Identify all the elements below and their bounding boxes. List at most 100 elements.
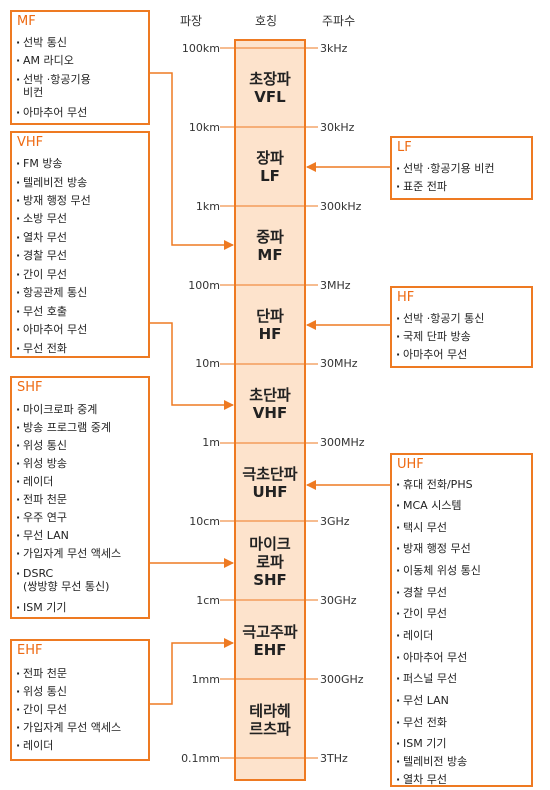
list-item: 아마추어 무선: [16, 323, 87, 336]
list-item: 아마추어 무선: [396, 348, 467, 361]
band-lf: 장파 LF: [236, 149, 304, 185]
band-name: 로파: [256, 553, 284, 571]
wavelength-label: 0.1mm: [181, 752, 220, 765]
frequency-label: 3THz: [320, 752, 348, 765]
list-item: 무선 호출: [16, 305, 67, 318]
box-title: SHF: [17, 380, 43, 395]
list-item: 위성 통신: [16, 439, 67, 452]
band-code: EHF: [253, 641, 287, 659]
list-item: 표준 전파: [396, 180, 447, 193]
ehf-connector: [150, 638, 234, 705]
list-item-continuation: (쌍방향 무선 통신): [23, 580, 110, 593]
band-mf: 중파 MF: [236, 228, 304, 264]
band-name: 단파: [256, 307, 284, 325]
spectrum-column: [234, 39, 306, 781]
band-code: HF: [258, 325, 282, 343]
list-item: 택시 무선: [396, 521, 447, 534]
wavelength-label: 10m: [195, 357, 220, 370]
list-item: 방송 프로그램 중계: [16, 421, 111, 434]
list-item: 무선 전화: [16, 342, 67, 355]
list-item: 경찰 무선: [396, 586, 447, 599]
band-vhf: 초단파 VHF: [236, 386, 304, 422]
list-item: 열차 무선: [396, 773, 447, 786]
list-item: 무선 전화: [396, 716, 447, 729]
list-item: 텔레비전 방송: [396, 755, 467, 768]
band-name: 극고주파: [242, 623, 298, 641]
list-item: 간이 무선: [396, 607, 447, 620]
list-item-continuation: 비컨: [23, 86, 44, 99]
list-item: 아마추어 무선: [396, 651, 467, 664]
list-item: 우주 연구: [16, 511, 67, 524]
list-item: 선박 ·항공기용: [16, 73, 91, 86]
wavelength-label: 10km: [188, 121, 220, 134]
list-item: 전파 천문: [16, 667, 67, 680]
lf-usage-box: LF 선박 ·항공기용 비컨 표준 전파: [390, 136, 533, 200]
list-item: 위성 통신: [16, 685, 67, 698]
band-code: MF: [257, 246, 283, 264]
list-item: 국제 단파 방송: [396, 330, 471, 343]
hf-usage-box: HF 선박 ·항공기 통신 국제 단파 방송 아마추어 무선: [390, 286, 533, 368]
band-ehf: 극고주파 EHF: [236, 623, 304, 659]
band-shf: 마이크 로파 SHF: [236, 535, 304, 589]
frequency-label: 3kHz: [320, 42, 348, 55]
band-name: 중파: [256, 228, 284, 246]
band-name: 마이크: [249, 535, 291, 553]
band-uhf: 극초단파 UHF: [236, 465, 304, 501]
frequency-label: 3GHz: [320, 515, 350, 528]
list-item: 방재 행정 무선: [396, 542, 471, 555]
band-hf: 단파 HF: [236, 307, 304, 343]
list-item: 선박 ·항공기 통신: [396, 312, 484, 325]
list-item: 레이더: [16, 739, 53, 752]
frequency-label: 300kHz: [320, 200, 362, 213]
list-item: 레이더: [396, 629, 433, 642]
scale-ticks: [220, 47, 318, 759]
frequency-label: 300GHz: [320, 673, 364, 686]
list-item: 텔레비전 방송: [16, 176, 87, 189]
band-code: VHF: [252, 404, 288, 422]
box-title: UHF: [397, 457, 424, 472]
header-name: 호칭: [255, 14, 278, 28]
box-title: VHF: [17, 135, 44, 150]
list-item: 무선 LAN: [396, 694, 449, 707]
connector-arrows: [150, 72, 390, 705]
box-title: LF: [397, 140, 412, 155]
wavelength-label: 100m: [188, 279, 220, 292]
wavelength-label: 100km: [181, 42, 220, 55]
list-item: 항공관제 통신: [16, 286, 87, 299]
list-item: 레이더: [16, 475, 53, 488]
wavelength-label: 1m: [202, 436, 220, 449]
list-item: 마이크로파 중계: [16, 403, 97, 416]
band-name: 초단파: [249, 386, 291, 404]
frequency-label: 30MHz: [320, 357, 358, 370]
mf-usage-box: MF 선박 통신 AM 라디오 선박 ·항공기용 비컨 아마추어 무선: [10, 10, 150, 125]
list-item: 아마추어 무선: [16, 106, 87, 119]
band-code: VFL: [254, 88, 286, 106]
band-name: 극초단파: [242, 465, 298, 483]
list-item: 전파 천문: [16, 493, 67, 506]
band-name: 초장파: [249, 70, 291, 88]
frequency-label: 300MHz: [320, 436, 365, 449]
header-wavelength: 파장: [180, 14, 203, 28]
band-name: 장파: [256, 149, 284, 167]
vhf-connector: [150, 322, 234, 410]
list-item: 경찰 무선: [16, 249, 67, 262]
wavelength-label: 1km: [195, 200, 220, 213]
list-item: 열차 무선: [16, 231, 67, 244]
list-item: 이동체 위성 통신: [396, 564, 481, 577]
list-item: ISM 기기: [16, 601, 67, 614]
band-code: UHF: [252, 483, 288, 501]
ehf-usage-box: EHF 전파 천문 위성 통신 간이 무선 가입자계 무선 액세스 레이더: [10, 639, 150, 761]
list-item: 방재 행정 무선: [16, 194, 91, 207]
list-item: 선박 ·항공기용 비컨: [396, 162, 494, 175]
list-item: AM 라디오: [16, 54, 74, 67]
list-item: 간이 무선: [16, 703, 67, 716]
box-title: HF: [397, 290, 415, 305]
frequency-label: 30kHz: [320, 121, 355, 134]
wavelength-label: 10cm: [189, 515, 220, 528]
band-terahertz: 테라헤 르츠파: [236, 702, 304, 738]
list-item: MCA 시스템: [396, 499, 462, 512]
vhf-usage-box: VHF FM 방송 텔레비전 방송 방재 행정 무선 소방 무선 열차 무선 경…: [10, 131, 150, 358]
list-item: 무선 LAN: [16, 529, 69, 542]
wavelength-label: 1cm: [196, 594, 220, 607]
